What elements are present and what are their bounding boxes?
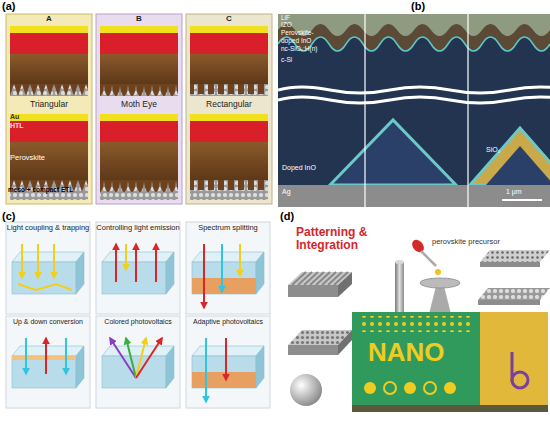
annotation-label: perovskite precursor: [432, 238, 542, 246]
annotation-label: 1 μm: [506, 188, 546, 196]
panel-label: (b): [411, 0, 441, 12]
annotation-label: NANO: [368, 338, 478, 367]
annotation-label: Patterning & Integration: [296, 226, 388, 252]
node-text: Colored photovoltaics: [96, 318, 180, 326]
node-text: Adaptive photovoltaics: [186, 318, 270, 326]
texture-panel: C Rectangular: [186, 14, 272, 204]
annotation-label: Ag: [282, 188, 322, 196]
annotation-label: c-Si: [281, 56, 341, 63]
texture-panel: A TriangularAuHTL Perovskite meso + compact…: [6, 14, 92, 204]
node-text: B: [96, 15, 182, 24]
node-text: Au: [10, 113, 70, 121]
annotation-label: Doped InO: [282, 164, 352, 172]
node-text: HTL: [10, 122, 70, 130]
concept-tile: Up & down conversion: [6, 316, 90, 408]
panel: (b): [276, 0, 550, 208]
node-text: Light coupling & trapping: [6, 224, 90, 232]
node-text: Controlling light emission: [96, 224, 180, 232]
panel-label: (a): [2, 0, 32, 12]
panel-label: (c): [2, 210, 32, 222]
concept-tile: Controlling light emission: [96, 222, 180, 314]
node-text: C: [186, 15, 272, 24]
panel-label: (d): [280, 210, 310, 222]
concept-tile: Spectrum splitting: [186, 222, 270, 314]
concept-tile: Light coupling & trapping: [6, 222, 90, 314]
annotation-label: IZO: [281, 21, 341, 28]
node-text: A: [6, 15, 92, 24]
node-text: Up & down conversion: [6, 318, 90, 326]
texture-panel: B Moth Eye: [96, 14, 182, 204]
node-text: Triangular: [6, 100, 92, 109]
node-text: meso + compact ETL: [8, 186, 92, 193]
annotation-label: SiO₂: [486, 146, 526, 154]
node-text: Perovskite: [10, 154, 80, 162]
annotation-label: nc-SiOₓ:H(n): [281, 45, 351, 52]
panel: (a) A TriangularAuHTL Perovskite meso + comp…: [0, 0, 274, 208]
node-text: Rectangular: [186, 100, 272, 109]
panel: (c) Light coupling & trapping Controlling …: [0, 210, 274, 421]
node-text: Moth Eye: [96, 100, 182, 109]
concept-tile: Adaptive photovoltaics: [186, 316, 270, 408]
node-text: Spectrum splitting: [186, 224, 270, 232]
annotation-label: doped InO: [281, 37, 341, 44]
annotation-label: Perovskite-: [281, 29, 341, 36]
annotation-label: LiF: [281, 14, 341, 21]
concept-tile: Colored photovoltaics: [96, 316, 180, 408]
